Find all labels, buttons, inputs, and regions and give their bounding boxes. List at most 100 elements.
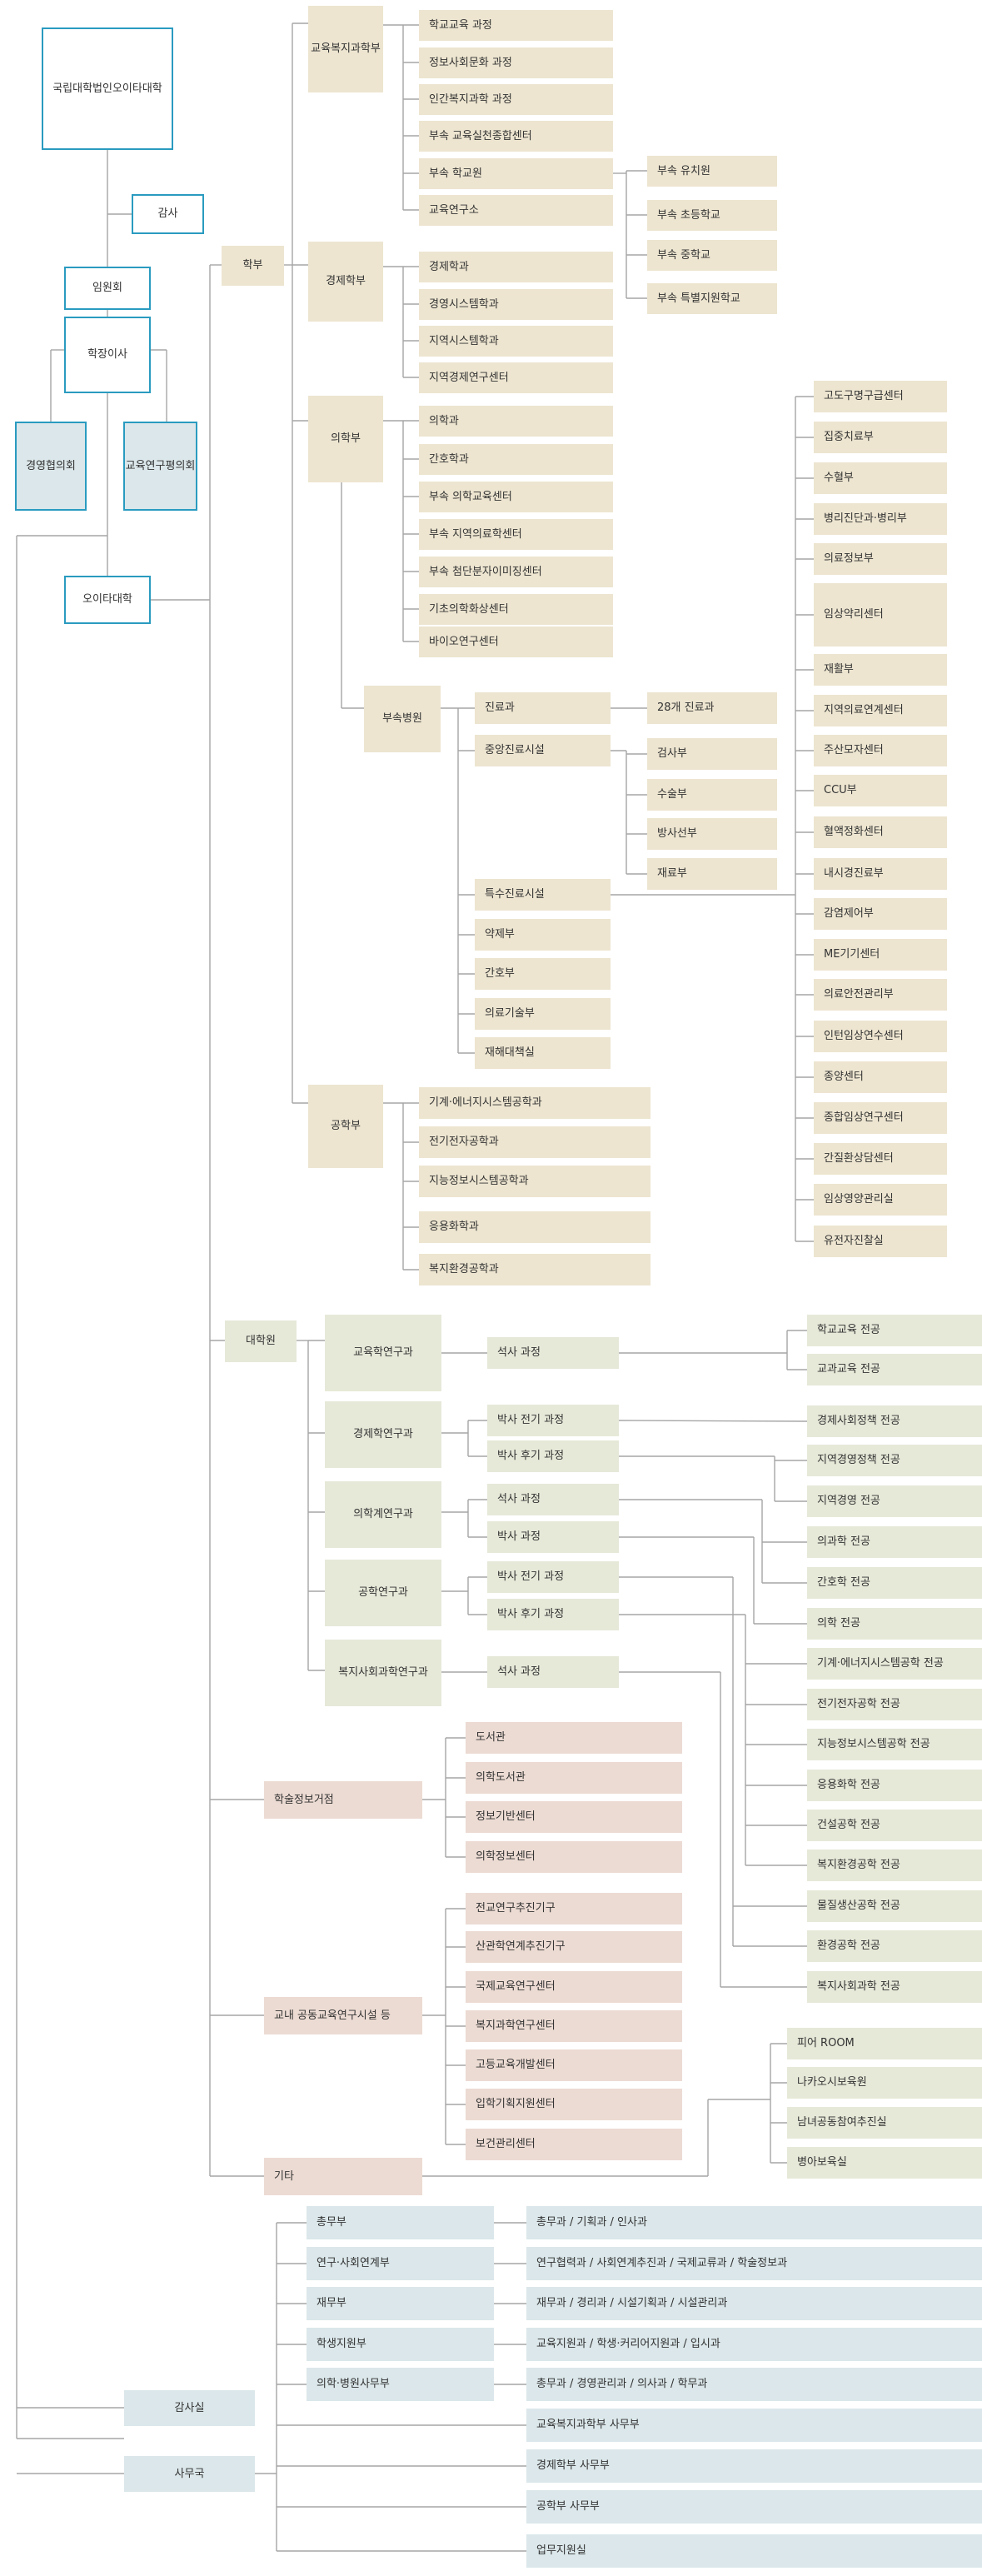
org-node-label: 학교교육 전공 bbox=[817, 1324, 880, 1337]
org-node-label: 진료과 bbox=[485, 701, 515, 715]
org-node-label: 교육복지 bbox=[311, 42, 351, 56]
org-node-label: 경제학과 bbox=[429, 260, 469, 273]
org-node-j1: 학교교육 전공 bbox=[807, 1315, 982, 1346]
connector-line bbox=[618, 1420, 808, 1422]
org-node-label: 부속 초등학교 bbox=[657, 208, 720, 222]
org-node-label: 종양센터 bbox=[824, 1071, 864, 1084]
org-node-s10: CCU부 bbox=[814, 775, 947, 806]
org-node-label: 기계·에너지시스템공학과 bbox=[429, 1096, 542, 1110]
org-node-s8: 지역의료연계센터 bbox=[814, 695, 947, 726]
org-node-label: 의학정보센터 bbox=[476, 1850, 536, 1864]
org-node-c2: 박사 전기 과정 bbox=[487, 1405, 619, 1436]
org-node-m3: 부속 의학교육센터 bbox=[419, 482, 613, 512]
org-node-m6: 기초의학화상센터 bbox=[419, 594, 613, 625]
org-node-label: 학술정보거점 bbox=[274, 1793, 334, 1806]
org-node-h4: 약제부 bbox=[475, 919, 611, 951]
org-node-label: 간질환상담센터 bbox=[824, 1152, 894, 1166]
org-node-audit: 감사 bbox=[132, 194, 204, 234]
org-node-gs3: 의학계연구과 bbox=[325, 1481, 441, 1548]
org-node-h5: 간호부 bbox=[475, 958, 611, 990]
org-node-a4: 부속 교육실천종합센터 bbox=[419, 121, 613, 152]
org-node-label: 의료기술부 bbox=[485, 1007, 535, 1021]
org-node-d4: 방사선부 bbox=[647, 818, 777, 850]
org-node-s13: 감염제어부 bbox=[814, 898, 947, 930]
org-node-k4: 부속 특별지원학교 bbox=[647, 283, 777, 314]
org-node-j15: 물질생산공학 전공 bbox=[807, 1890, 982, 1922]
org-node-j7: 간호학 전공 bbox=[807, 1567, 982, 1599]
org-node-label: 특수진료시설 bbox=[485, 888, 545, 901]
org-node-label: 복지환경공학과 bbox=[429, 1263, 499, 1276]
org-node-label: 경영협의회 bbox=[26, 459, 76, 472]
org-node-label: 의료정보부 bbox=[824, 552, 874, 566]
org-node-board: 임원회 bbox=[64, 267, 151, 310]
org-node-h3: 특수진료시설 bbox=[475, 879, 611, 911]
org-node-f3: 의학부 bbox=[308, 396, 383, 482]
org-node-label: 재무과 / 경리과 / 시설기획과 / 시설관리과 bbox=[536, 2297, 728, 2310]
org-node-s19: 간질환상담센터 bbox=[814, 1143, 947, 1175]
org-node-label: 교과교육 전공 bbox=[817, 1363, 880, 1376]
org-node-c1: 석사 과정 bbox=[487, 1337, 619, 1369]
org-node-d2: 검사부 bbox=[647, 738, 777, 770]
org-node-a6: 교육연구소 bbox=[419, 195, 613, 226]
org-node-gs4: 공학연구과 bbox=[325, 1560, 441, 1626]
org-node-label: 피어 ROOM bbox=[797, 2037, 855, 2050]
org-node-s15: 의료안전관리부 bbox=[814, 979, 947, 1011]
org-node-label: 의과학 전공 bbox=[817, 1535, 870, 1549]
org-node-label: 인간복지과학 과정 bbox=[429, 92, 512, 106]
org-node-l2: 의학도서관 bbox=[466, 1762, 682, 1794]
org-node-label: 교내 공동교육연구시설 등 bbox=[274, 2009, 391, 2022]
org-node-j17: 복지사회과학 전공 bbox=[807, 1971, 982, 2003]
org-node-label: 연구협력과 / 사회연계추진과 / 국제교류과 / 학술정보과 bbox=[536, 2257, 788, 2270]
org-node-p3: 국제교육연구센터 bbox=[466, 1971, 682, 2003]
org-node-hosp: 부속병원 bbox=[364, 686, 441, 752]
org-node-label: 재료부 bbox=[657, 867, 687, 881]
org-node-label: 대학원 bbox=[246, 1335, 276, 1348]
org-node-label: 오이타대학 bbox=[112, 82, 162, 95]
org-node-j4: 지역경영정책 전공 bbox=[807, 1445, 982, 1476]
org-node-g1: 기계·에너지시스템공학과 bbox=[419, 1087, 651, 1119]
org-node-e4: 지역경제연구센터 bbox=[419, 362, 613, 393]
org-node-r6: 교육복지과학부 사무부 bbox=[526, 2409, 982, 2442]
org-node-p7: 보건관리센터 bbox=[466, 2129, 682, 2160]
org-node-label: 내시경진료부 bbox=[824, 867, 884, 881]
org-node-m5: 부속 첨단분자이미징센터 bbox=[419, 557, 613, 587]
org-node-label: 지역경제연구센터 bbox=[429, 371, 509, 384]
org-node-label: 감사 bbox=[157, 207, 178, 221]
org-node-label: 석사 과정 bbox=[497, 1665, 541, 1679]
org-node-label: 방사선부 bbox=[657, 827, 697, 841]
org-node-c6: 박사 전기 과정 bbox=[487, 1561, 619, 1593]
org-node-label: 감염제어부 bbox=[824, 907, 874, 921]
org-node-h2: 중앙진료시설 bbox=[475, 735, 611, 766]
org-node-k3: 부속 중학교 bbox=[647, 240, 777, 271]
org-node-f2: 경제학부 bbox=[308, 242, 383, 322]
org-node-h6: 의료기술부 bbox=[475, 998, 611, 1030]
org-node-office: 사무국 bbox=[124, 2456, 255, 2492]
org-node-label: 부속 첨단분자이미징센터 bbox=[429, 565, 542, 578]
org-node-label: 경제학부 bbox=[326, 275, 366, 288]
org-node-e3: 지역시스템학과 bbox=[419, 326, 613, 357]
org-node-r1: 총무과 / 기획과 / 인사과 bbox=[526, 2206, 982, 2239]
org-node-label: 간호학 전공 bbox=[817, 1576, 870, 1590]
org-node-r8: 공학부 사무부 bbox=[526, 2490, 982, 2524]
org-node-label: 공학부 bbox=[331, 1120, 361, 1133]
org-node-r5: 총무과 / 경영관리과 / 의사과 / 학무과 bbox=[526, 2368, 982, 2401]
org-node-label: 부속 학교원 bbox=[429, 167, 482, 180]
org-node-s7: 재활부 bbox=[814, 654, 947, 686]
org-node-c8: 석사 과정 bbox=[487, 1656, 619, 1688]
org-node-label: 지역의료연계센터 bbox=[824, 704, 904, 717]
org-node-label: 의학과 bbox=[429, 414, 459, 427]
org-node-p4: 복지과학연구센터 bbox=[466, 2010, 682, 2042]
org-node-s4: 병리진단과·병리부 bbox=[814, 503, 947, 535]
org-node-label: 부속 의학교육센터 bbox=[429, 490, 512, 503]
org-node-j6: 의과학 전공 bbox=[807, 1526, 982, 1558]
org-node-label: 지역경영 전공 bbox=[817, 1495, 880, 1508]
org-node-s16: 인턴임상연수센터 bbox=[814, 1021, 947, 1052]
org-node-r4: 교육지원과 / 학생·커리어지원과 / 입시과 bbox=[526, 2328, 982, 2361]
org-node-label: 간호학과 bbox=[429, 452, 469, 466]
org-node-label: 국립대학법인 bbox=[52, 82, 112, 95]
org-node-label: 연구·사회연계부 bbox=[317, 2257, 390, 2270]
org-node-label: 나카오시보육원 bbox=[797, 2076, 867, 2089]
org-node-s17: 종양센터 bbox=[814, 1061, 947, 1093]
